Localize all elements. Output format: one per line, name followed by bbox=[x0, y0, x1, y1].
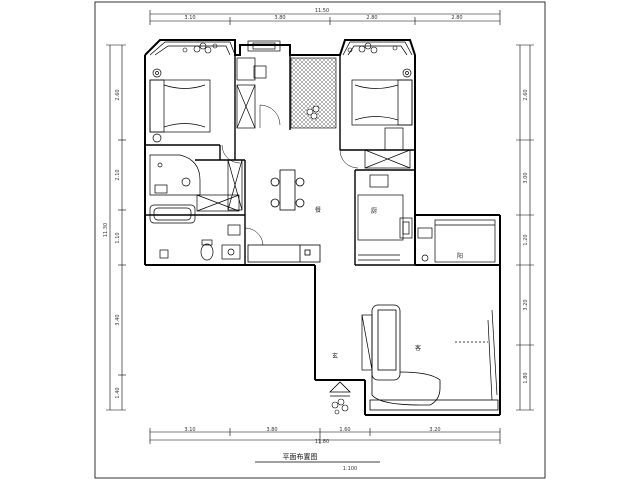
left-bathroom-fixtures bbox=[149, 154, 243, 224]
left-bedroom-furniture bbox=[149, 68, 211, 143]
dining-table bbox=[270, 169, 305, 211]
kitchen-fixtures bbox=[357, 174, 433, 262]
wardrobe bbox=[236, 57, 267, 129]
right-dimension-2: 3.00 bbox=[523, 172, 529, 183]
sheet-frame bbox=[94, 1, 546, 479]
side-cabinet bbox=[361, 314, 373, 371]
left-dimension-lines bbox=[106, 44, 126, 411]
balcony-label: 阳 bbox=[457, 252, 463, 260]
counter bbox=[247, 244, 321, 263]
bottom-total-dimension: 11.80 bbox=[315, 439, 329, 445]
bottom-dimension-2: 3.80 bbox=[266, 427, 277, 433]
top-dimension-2: 3.80 bbox=[274, 15, 285, 21]
top-dimension-3: 2.80 bbox=[366, 15, 377, 21]
right-dimension-lines bbox=[516, 44, 534, 411]
exterior-walls bbox=[144, 39, 501, 416]
sofa bbox=[371, 304, 441, 406]
living-label: 客 bbox=[415, 344, 421, 352]
left-dimension-4: 3.40 bbox=[115, 314, 121, 325]
entrance-arrow-icon bbox=[329, 381, 351, 397]
lower-left-wc bbox=[159, 224, 241, 261]
drawing-scale: 1:100 bbox=[343, 466, 357, 472]
bottom-dimension-4: 3.20 bbox=[429, 427, 440, 433]
right-dimension-1: 2.60 bbox=[523, 89, 529, 100]
interior-walls bbox=[145, 55, 415, 266]
top-dimension-1: 3.10 bbox=[184, 15, 195, 21]
bottom-dimension-3: 1.60 bbox=[339, 427, 350, 433]
plant-icon bbox=[306, 105, 320, 120]
top-dimension-4: 2.80 bbox=[451, 15, 462, 21]
drawing-title: 平面布置图 bbox=[283, 452, 318, 461]
left-dimension-1: 2.60 bbox=[115, 89, 121, 100]
bottom-dimension-1: 3.10 bbox=[184, 427, 195, 433]
door-swings bbox=[221, 104, 359, 246]
left-total-dimension: 11.30 bbox=[103, 223, 109, 237]
utility-balcony bbox=[434, 219, 496, 263]
right-bedroom-furniture bbox=[351, 68, 413, 169]
right-dimension-4: 3.20 bbox=[523, 299, 529, 310]
top-dimension-lines bbox=[149, 10, 501, 25]
left-dimension-3: 1.10 bbox=[115, 232, 121, 243]
bottom-dimension-lines bbox=[149, 428, 501, 444]
plant-icon bbox=[347, 42, 398, 54]
tv-cabinet bbox=[455, 309, 498, 401]
foyer-label: 玄 bbox=[332, 352, 338, 360]
right-dimension-3: 1.20 bbox=[523, 234, 529, 245]
plant-icon bbox=[182, 42, 218, 54]
left-dimension-2: 2.10 bbox=[115, 169, 121, 180]
left-dimension-5: 1.40 bbox=[115, 387, 121, 398]
top-total-dimension: 11.50 bbox=[315, 8, 329, 14]
balcony-rail bbox=[369, 399, 499, 411]
kitchen-label: 厨 bbox=[371, 208, 377, 215]
dining-label: 餐 bbox=[315, 206, 321, 214]
right-dimension-5: 1.80 bbox=[523, 372, 529, 383]
plant-icon bbox=[331, 398, 349, 415]
